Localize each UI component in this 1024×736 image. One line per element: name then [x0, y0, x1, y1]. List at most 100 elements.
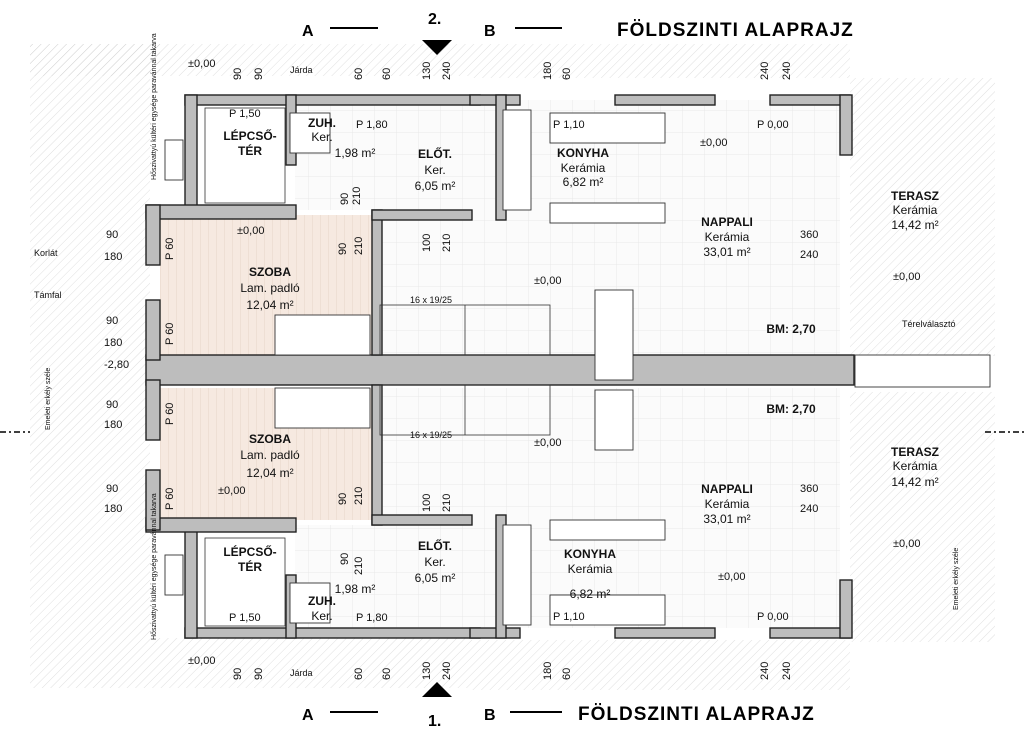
svg-text:P 0,00: P 0,00 — [757, 119, 789, 131]
svg-text:240: 240 — [800, 249, 818, 261]
svg-text:±0,00: ±0,00 — [188, 655, 215, 667]
top-dimensions: 90 90 60 60 130 240 180 60 240 240 — [232, 62, 793, 80]
section-b-bottom: B — [484, 707, 496, 724]
svg-text:LÉPCSŐ-: LÉPCSŐ- — [223, 128, 276, 143]
section-b-top: B — [484, 23, 496, 40]
svg-text:P 60: P 60 — [164, 238, 176, 260]
svg-text:360: 360 — [800, 229, 818, 241]
stairs — [204, 107, 551, 627]
svg-text:TÉR: TÉR — [238, 559, 262, 574]
svg-text:±0,00: ±0,00 — [718, 571, 745, 583]
section-2: 2. — [428, 11, 441, 28]
svg-text:ELŐT.: ELŐT. — [418, 146, 452, 161]
svg-text:90: 90 — [253, 68, 265, 80]
svg-text:-2,80: -2,80 — [104, 359, 129, 371]
svg-text:1,98 m²: 1,98 m² — [335, 582, 376, 596]
svg-text:NAPPALI: NAPPALI — [701, 482, 753, 496]
svg-text:210: 210 — [441, 234, 453, 252]
svg-text:240: 240 — [781, 662, 793, 680]
svg-text:±0,00: ±0,00 — [218, 485, 245, 497]
svg-text:90: 90 — [339, 193, 351, 205]
svg-text:60: 60 — [381, 668, 393, 680]
svg-text:Lam. padló: Lam. padló — [240, 281, 300, 295]
svg-text:6,05 m²: 6,05 m² — [415, 571, 456, 585]
svg-text:16 x 19/25: 16 x 19/25 — [410, 430, 452, 440]
svg-text:Kerámia: Kerámia — [561, 161, 606, 175]
svg-text:100: 100 — [421, 494, 433, 512]
floor-fills — [160, 100, 840, 630]
walls — [145, 94, 855, 639]
svg-text:240: 240 — [759, 62, 771, 80]
svg-text:ZUH.: ZUH. — [308, 594, 336, 608]
section-marks — [0, 27, 1024, 713]
svg-text:210: 210 — [353, 557, 365, 575]
svg-text:P 60: P 60 — [164, 403, 176, 425]
svg-text:16 x 19/25: 16 x 19/25 — [410, 295, 452, 305]
section-a-top: A — [302, 23, 314, 40]
svg-text:±0,00: ±0,00 — [237, 225, 264, 237]
svg-text:Hőszivattyú kültéri egysége pa: Hőszivattyú kültéri egysége paravánnal t… — [151, 33, 158, 180]
svg-text:90: 90 — [253, 668, 265, 680]
svg-text:90: 90 — [232, 668, 244, 680]
level-markers: ±0,00 ±0,00 ±0,00 ±0,00 ±0,00 ±0,00 ±0,0… — [34, 33, 960, 678]
svg-text:±0,00: ±0,00 — [534, 437, 561, 449]
svg-text:P 1,50: P 1,50 — [229, 612, 261, 624]
svg-text:60: 60 — [381, 68, 393, 80]
svg-text:60: 60 — [353, 68, 365, 80]
svg-text:BM: 2,70: BM: 2,70 — [766, 402, 816, 416]
svg-text:90: 90 — [106, 399, 118, 411]
bottom-dimensions: 90 90 60 60 130 240 180 60 240 240 — [232, 662, 793, 680]
svg-text:Korlát: Korlát — [34, 248, 58, 258]
svg-text:6,82 m²: 6,82 m² — [563, 175, 604, 189]
svg-text:180: 180 — [542, 62, 554, 80]
svg-text:NAPPALI: NAPPALI — [701, 215, 753, 229]
svg-text:240: 240 — [441, 62, 453, 80]
svg-text:Ker.: Ker. — [424, 555, 445, 569]
svg-text:180: 180 — [104, 337, 122, 349]
left-dimensions: 90 180 90 180 -2,80 90 180 90 180 — [104, 229, 129, 515]
svg-text:210: 210 — [441, 494, 453, 512]
svg-text:P 1,80: P 1,80 — [356, 119, 388, 131]
svg-text:ZUH.: ZUH. — [308, 116, 336, 130]
svg-text:100: 100 — [421, 234, 433, 252]
svg-text:90: 90 — [337, 243, 349, 255]
svg-text:210: 210 — [351, 187, 363, 205]
page-title-top: FÖLDSZINTI ALAPRAJZ — [617, 20, 854, 41]
svg-text:ELŐT.: ELŐT. — [418, 538, 452, 553]
svg-text:BM: 2,70: BM: 2,70 — [766, 322, 816, 336]
svg-text:90: 90 — [337, 493, 349, 505]
svg-text:90: 90 — [106, 229, 118, 241]
svg-text:14,42 m²: 14,42 m² — [891, 475, 938, 489]
svg-text:210: 210 — [353, 237, 365, 255]
svg-text:Támfal: Támfal — [34, 290, 62, 300]
svg-text:±0,00: ±0,00 — [188, 58, 215, 70]
svg-text:Járda: Járda — [290, 65, 313, 75]
svg-text:33,01 m²: 33,01 m² — [703, 245, 750, 259]
svg-text:Kerámia: Kerámia — [705, 497, 750, 511]
svg-text:Emeleti erkély széle: Emeleti erkély széle — [953, 548, 960, 610]
svg-text:P 0,00: P 0,00 — [757, 611, 789, 623]
svg-text:±0,00: ±0,00 — [534, 275, 561, 287]
svg-text:TERASZ: TERASZ — [891, 445, 939, 459]
svg-text:180: 180 — [104, 419, 122, 431]
section-1: 1. — [428, 713, 441, 730]
svg-text:SZOBA: SZOBA — [249, 265, 291, 279]
svg-text:Kerámia: Kerámia — [893, 203, 938, 217]
svg-text:12,04 m²: 12,04 m² — [246, 298, 293, 312]
svg-text:240: 240 — [759, 662, 771, 680]
svg-text:33,01 m²: 33,01 m² — [703, 512, 750, 526]
svg-text:Ker.: Ker. — [311, 609, 332, 623]
svg-text:14,42 m²: 14,42 m² — [891, 218, 938, 232]
svg-text:180: 180 — [104, 251, 122, 263]
section-a-bottom: A — [302, 707, 314, 724]
svg-text:TÉR: TÉR — [238, 143, 262, 158]
svg-text:Kerámia: Kerámia — [893, 459, 938, 473]
svg-text:240: 240 — [781, 62, 793, 80]
page-title-bottom: FÖLDSZINTI ALAPRAJZ — [578, 704, 815, 725]
svg-text:Ker.: Ker. — [424, 163, 445, 177]
svg-text:Kerámia: Kerámia — [705, 230, 750, 244]
svg-text:KONYHA: KONYHA — [557, 146, 609, 160]
svg-text:P 60: P 60 — [164, 323, 176, 345]
svg-text:SZOBA: SZOBA — [249, 432, 291, 446]
